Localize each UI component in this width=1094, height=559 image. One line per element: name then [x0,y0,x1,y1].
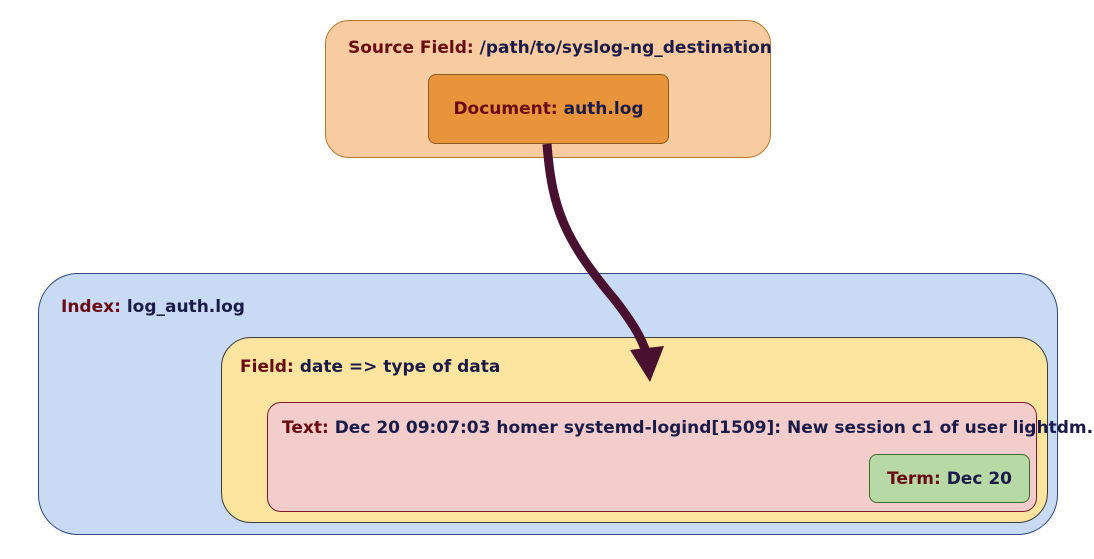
term-label: Term: Dec 20 [870,469,1029,489]
document-value: auth.log [563,99,644,119]
term-key: Term: [887,469,941,489]
term-box: Term: Dec 20 [869,454,1030,503]
text-label: Text: Dec 20 09:07:03 homer systemd-logi… [282,418,1093,438]
field-key: Field: [240,357,294,377]
text-value: Dec 20 09:07:03 homer systemd-logind[150… [334,418,1094,438]
index-box: Index: log_auth.log Field: date => type … [38,273,1093,535]
source-field-label: Source Field: /path/to/syslog-ng_destina… [348,38,772,58]
document-label: Document: auth.log [429,99,668,119]
index-label: Index: log_auth.log [61,297,245,317]
source-field-value: /path/to/syslog-ng_destination [479,38,772,58]
source-field-box: Source Field: /path/to/syslog-ng_destina… [325,20,772,158]
field-value: date => type of data [299,357,501,377]
source-field-key: Source Field: [348,38,474,58]
document-box: Document: auth.log [428,74,669,144]
index-key: Index: [61,297,121,317]
term-value: Dec 20 [946,469,1012,489]
index-value: log_auth.log [126,297,245,317]
field-box: Field: date => type of data Text: Dec 20… [221,337,1093,523]
document-key: Document: [453,99,558,119]
field-label: Field: date => type of data [240,357,500,377]
text-box: Text: Dec 20 09:07:03 homer systemd-logi… [267,402,1093,512]
text-key: Text: [282,418,329,438]
